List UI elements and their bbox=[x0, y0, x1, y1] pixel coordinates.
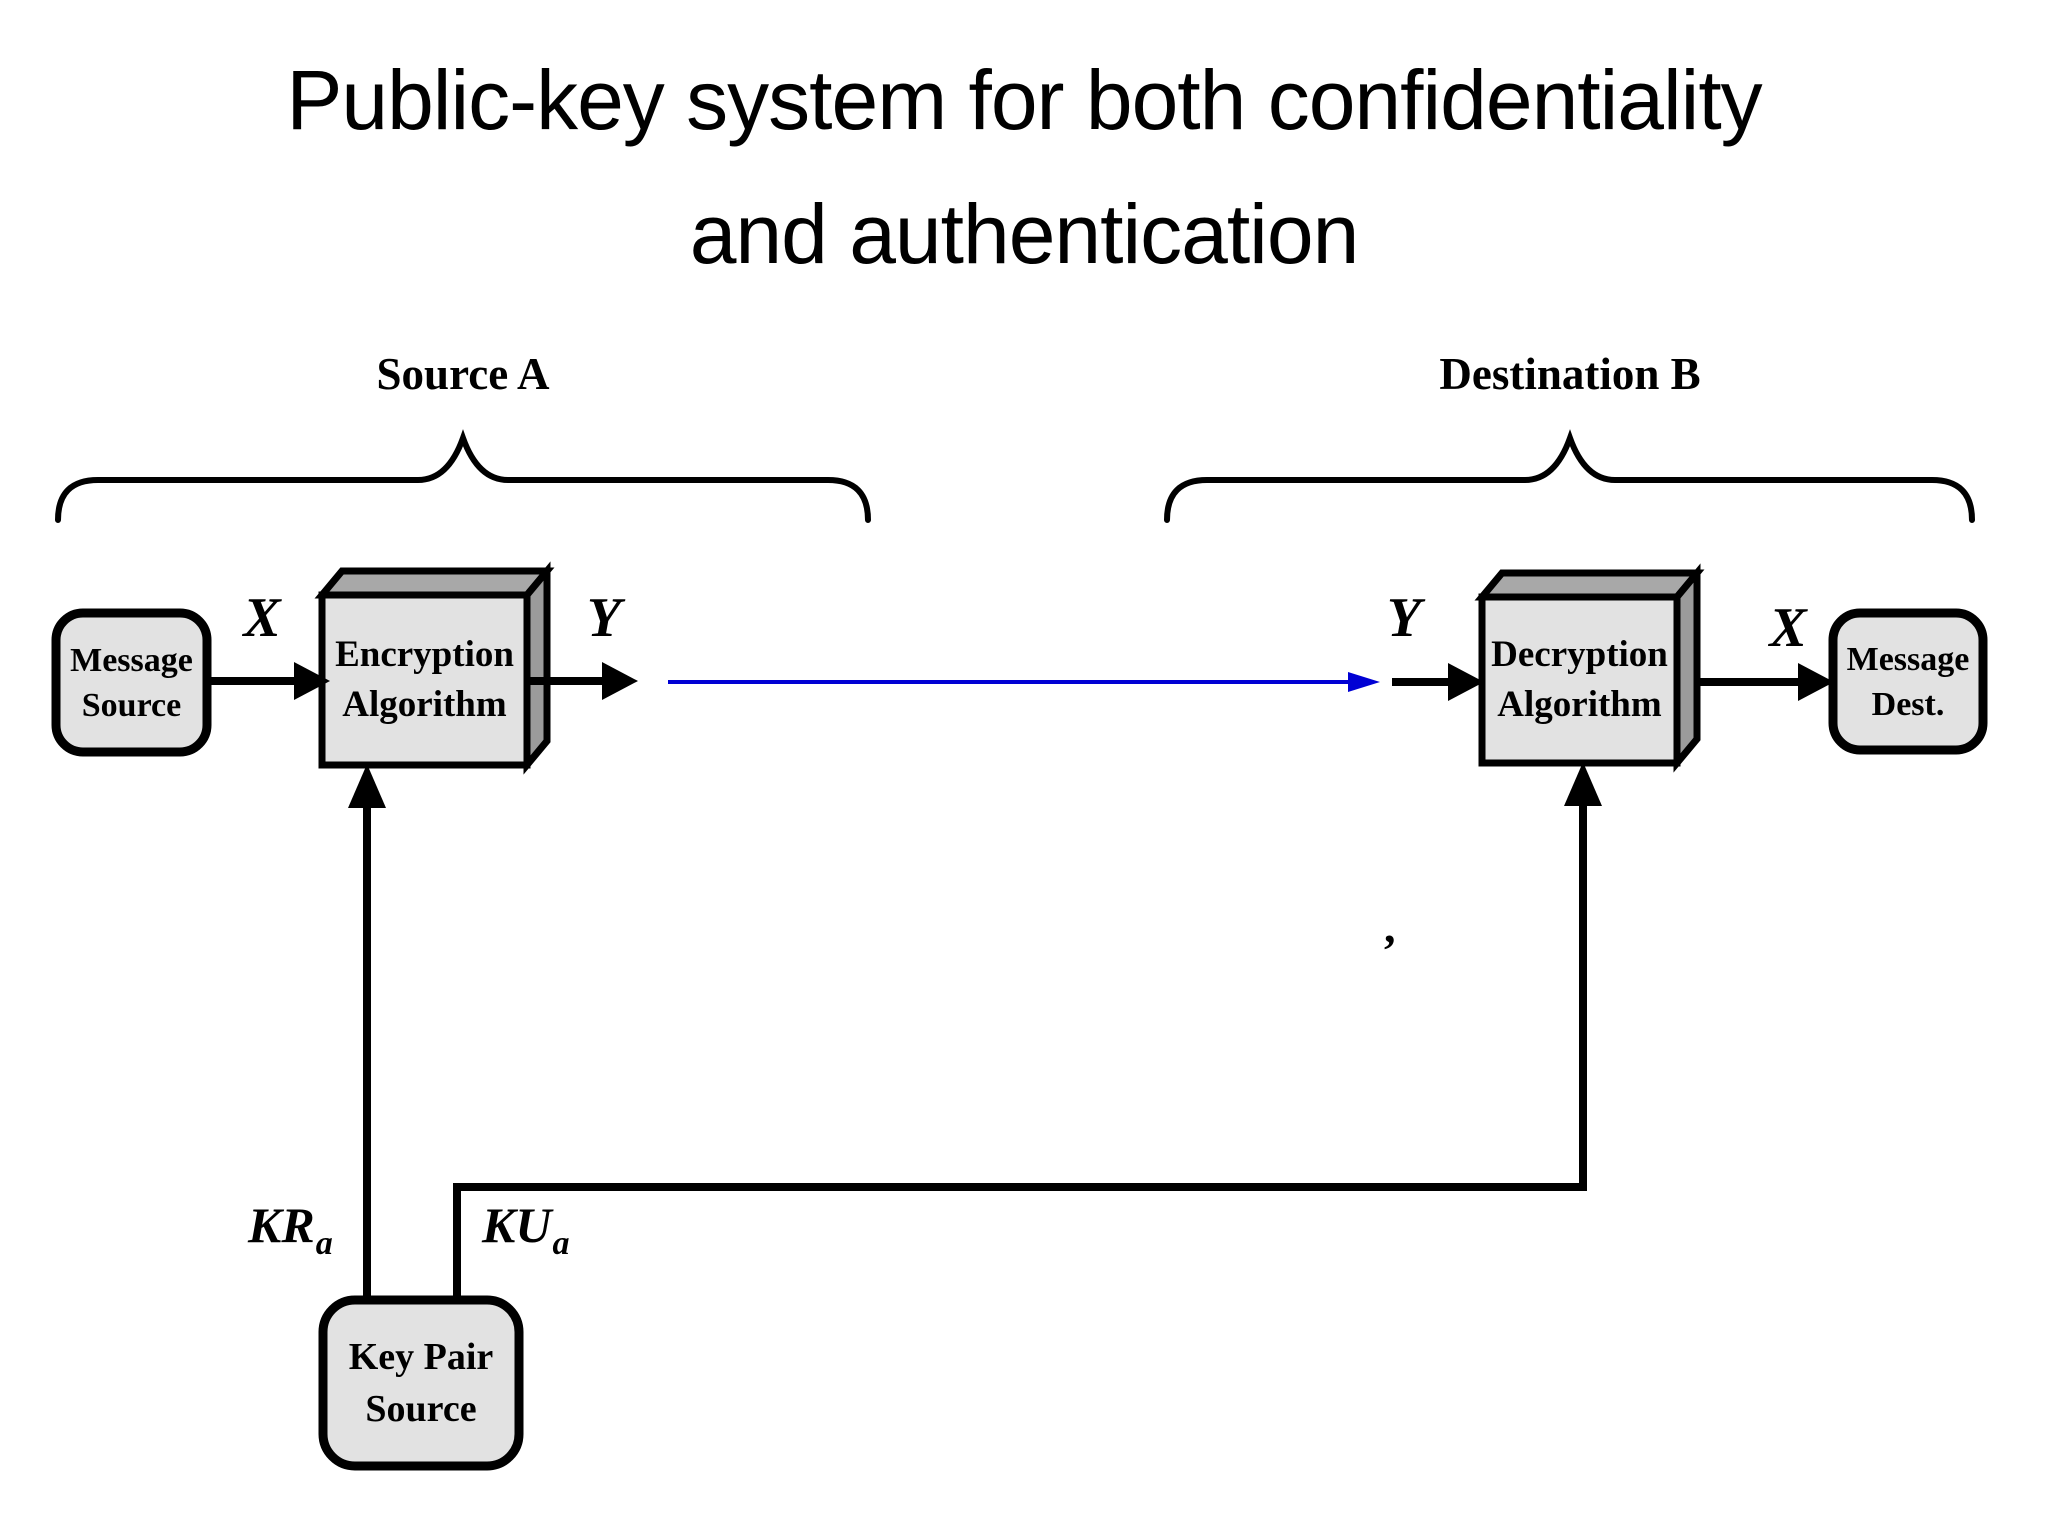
signal-x-in-label: X bbox=[243, 587, 281, 649]
message-dest-label-line1: Message bbox=[1846, 640, 1970, 678]
private-key-label: KRa bbox=[248, 1196, 333, 1262]
decryption-label: Decryption Algorithm bbox=[1482, 597, 1677, 763]
key-pair-source-label: Key Pair Source bbox=[323, 1300, 519, 1466]
decryption-box-top bbox=[1474, 569, 1705, 601]
decryption-label-line1: Decryption bbox=[1491, 634, 1668, 675]
message-dest-label-line2: Dest. bbox=[1871, 685, 1945, 723]
private-key-base: KR bbox=[248, 1197, 315, 1253]
key-pair-source-box bbox=[318, 1295, 524, 1471]
encryption-box-top bbox=[314, 567, 555, 599]
key-pair-source-label-line2: Source bbox=[365, 1388, 477, 1430]
public-key-base: KU bbox=[482, 1197, 552, 1253]
source-a-label: Source A bbox=[376, 349, 550, 399]
destination-b-label: Destination B bbox=[1439, 349, 1701, 399]
encryption-label-line1: Encryption bbox=[335, 634, 514, 675]
message-source-box bbox=[51, 608, 212, 757]
page-title-line1: Public-key system for both confidentiali… bbox=[286, 53, 1762, 147]
arrow-x-to-encryption-head bbox=[294, 662, 330, 700]
destination-b-brace bbox=[1164, 429, 1975, 523]
decryption-box-front bbox=[1478, 593, 1681, 767]
public-key-line bbox=[453, 806, 1587, 1300]
message-dest-label: Message Dest. bbox=[1833, 613, 1983, 750]
arrow-x-to-dest-head bbox=[1798, 663, 1834, 701]
page-title-line2: and authentication bbox=[689, 187, 1360, 281]
decryption-label-line2: Algorithm bbox=[1497, 684, 1662, 725]
arrow-y-from-encryption-head bbox=[602, 662, 638, 700]
private-key-arrow-head bbox=[348, 764, 386, 808]
message-source-label-line1: Message bbox=[70, 641, 193, 679]
encryption-label: Encryption Algorithm bbox=[322, 595, 527, 765]
message-source-label: Message Source bbox=[56, 613, 207, 752]
channel-arrow-head bbox=[1348, 672, 1380, 692]
signal-x-out-label: X bbox=[1769, 597, 1807, 659]
message-source-label-line2: Source bbox=[81, 686, 182, 724]
signal-y-out-label: Y bbox=[586, 587, 622, 649]
source-a-brace bbox=[55, 429, 871, 523]
signal-y-in-label: Y bbox=[1386, 587, 1422, 649]
key-pair-source-label-line1: Key Pair bbox=[348, 1336, 494, 1378]
public-key-subscript: a bbox=[552, 1225, 570, 1262]
stray-comma-mark: , bbox=[1384, 901, 1396, 952]
public-key-label: KUa bbox=[482, 1196, 569, 1262]
private-key-subscript: a bbox=[315, 1225, 333, 1262]
public-key-arrow-head bbox=[1564, 762, 1602, 806]
encryption-label-line2: Algorithm bbox=[342, 684, 507, 725]
arrow-y-to-decryption-head bbox=[1448, 663, 1484, 701]
